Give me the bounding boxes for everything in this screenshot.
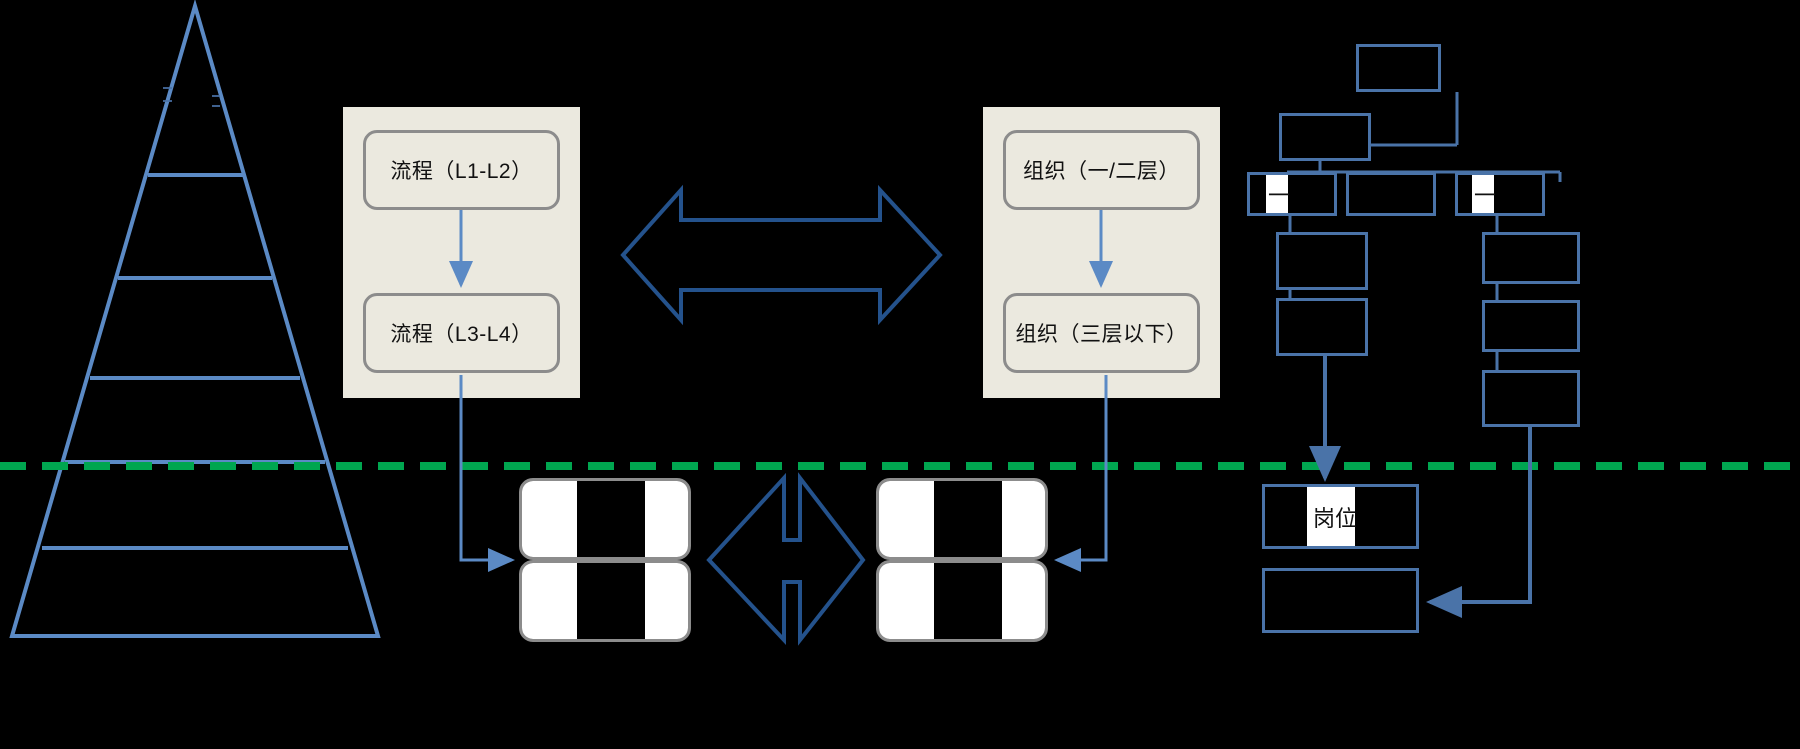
org-node-left-child-1-label (1279, 235, 1365, 287)
process-box-l1-l2[interactable]: 流程（L1-L2） (363, 130, 560, 210)
pyramid-apex-marks (163, 87, 220, 107)
box-highlight-left (879, 563, 934, 639)
process-box-l3-l4-label: 流程（L3-L4） (390, 323, 533, 346)
org-box-level-1-2[interactable]: 组织（一/二层） (1003, 130, 1200, 210)
org-node-right-child-2[interactable] (1482, 300, 1580, 352)
org-box-level-3-below-label: 组织（三层以下） (1015, 323, 1188, 346)
org-node-second[interactable] (1279, 113, 1371, 161)
bottom-right-lower-box[interactable] (876, 560, 1048, 642)
box-highlight-right (644, 563, 688, 639)
org-node-right-child-1[interactable] (1482, 232, 1580, 284)
box-highlight-right (1001, 481, 1045, 557)
org-node-center[interactable] (1346, 172, 1436, 216)
org-node-top-label (1359, 47, 1438, 89)
org-node-top[interactable] (1356, 44, 1441, 92)
org-to-bottom-arrow (1054, 375, 1108, 572)
process-box-l3-l4[interactable]: 流程（L3-L4） (363, 293, 560, 373)
org-box-level-3-below[interactable]: 组织（三层以下） (1003, 293, 1200, 373)
box-highlight-left (879, 481, 934, 557)
bottom-left-lower-label (522, 563, 688, 639)
org-node-right-child-3[interactable] (1482, 370, 1580, 427)
org-box-level-1-2-label: 组织（一/二层） (1023, 160, 1180, 183)
bottom-left-upper-box[interactable] (519, 478, 691, 560)
org-node-bottom-label (1265, 571, 1416, 630)
org-node-bottom[interactable] (1262, 568, 1419, 633)
org-node-right-child-2-label (1485, 303, 1577, 349)
node-highlight (1472, 175, 1494, 213)
horizontal-double-arrow (620, 184, 943, 326)
org-node-left[interactable]: 一 (1247, 172, 1337, 216)
org-node-left-child-1[interactable] (1276, 232, 1368, 290)
node-highlight (1307, 487, 1355, 546)
org-node-center-label (1349, 175, 1433, 213)
org-node-right-child-3-label (1485, 373, 1577, 424)
box-highlight-right (1001, 563, 1045, 639)
org-node-position[interactable]: 岗位 (1262, 484, 1419, 549)
bottom-left-upper-label (522, 481, 688, 557)
bottom-left-lower-box[interactable] (519, 560, 691, 642)
org-node-right-child-1-label (1485, 235, 1577, 281)
horizontal-double-arrow-notched (706, 472, 866, 646)
bottom-right-lower-label (879, 563, 1045, 639)
layered-pyramid (9, 0, 381, 638)
org-node-right-label: 一 (1474, 183, 1497, 208)
org-node-second-label (1282, 116, 1368, 158)
box-highlight-left (522, 563, 577, 639)
bottom-right-upper-label (879, 481, 1045, 557)
org-node-left-child-2-label (1279, 301, 1365, 353)
box-highlight-right (644, 481, 688, 557)
org-node-left-child-2[interactable] (1276, 298, 1368, 356)
bottom-right-upper-box[interactable] (876, 478, 1048, 560)
org-node-right[interactable]: 一 (1455, 172, 1545, 216)
process-box-l1-l2-label: 流程（L1-L2） (390, 160, 533, 183)
org-right-to-bottom-arrow (1426, 427, 1532, 618)
box-highlight-left (522, 481, 577, 557)
org-node-position-label: 岗位 (1313, 505, 1358, 531)
org-node-left-label: 一 (1268, 183, 1291, 208)
node-highlight (1266, 175, 1288, 213)
process-to-bottom-arrow (459, 375, 515, 572)
